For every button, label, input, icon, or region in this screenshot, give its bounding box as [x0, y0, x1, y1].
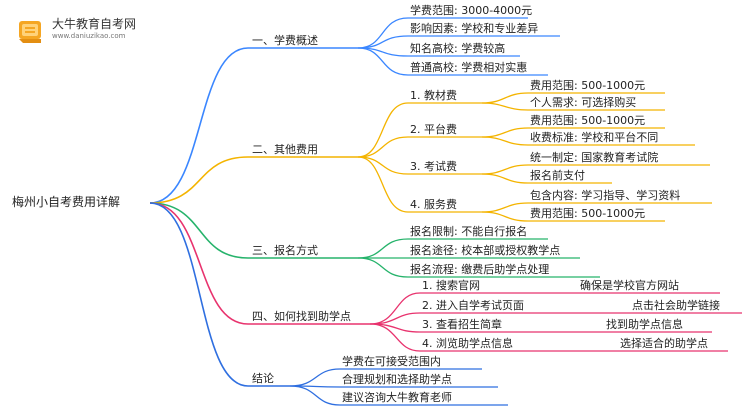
leaf-item: 包含内容: 学习指导、学习资料 — [530, 189, 681, 202]
connector-root-b1 — [149, 47, 358, 204]
leaf-item: 合理规划和选择助学点 — [342, 373, 452, 386]
leaf-item: 费用范围: 500-1000元 — [530, 114, 646, 127]
leaf-item: 找到助学点信息 — [606, 318, 683, 331]
leaf-item: 建议咨询大牛教育老师 — [342, 391, 452, 404]
connectors-b2 — [357, 92, 712, 222]
connector-root-b4 — [149, 202, 370, 325]
sub-topic: 4. 浏览助学点信息 — [422, 337, 513, 350]
connector-root-b5 — [149, 202, 290, 387]
leaf-item: 费用范围: 500-1000元 — [530, 79, 646, 92]
connectors-b1 — [357, 17, 560, 76]
sub-topic: 3. 查看招生简章 — [422, 318, 502, 331]
leaf-item: 报名限制: 不能自行报名 — [410, 225, 528, 238]
root-topic: 梅州小自考费用详解 — [12, 195, 121, 209]
leaf-item: 费用范围: 500-1000元 — [530, 207, 646, 220]
leaf-item: 报名前支付 — [530, 169, 585, 182]
leaf-item: 个人需求: 可选择购买 — [530, 96, 637, 109]
leaf-item: 报名流程: 缴费后助学点处理 — [410, 263, 550, 276]
leaf-item: 确保是学校官方网站 — [580, 279, 679, 292]
sub-topic: 1. 搜索官网 — [422, 279, 480, 292]
branch-conclusion: 结论 — [252, 372, 274, 385]
leaf-item: 选择适合的助学点 — [620, 337, 708, 350]
sub-topic: 2. 平台费 — [410, 123, 457, 136]
sub-topic: 4. 服务费 — [410, 198, 457, 211]
branch-other-fees: 二、其他费用 — [252, 143, 318, 156]
brand-url: www.daniuzikao.com — [52, 32, 126, 40]
leaf-item: 收费标准: 学校和平台不同 — [530, 131, 659, 144]
branch-registration: 三、报名方式 — [252, 244, 318, 257]
sub-topic: 2. 进入自学考试页面 — [422, 299, 524, 312]
branch-find-center: 四、如何找到助学点 — [252, 310, 351, 323]
sub-topic: 1. 教材费 — [410, 89, 457, 102]
connectors-b3 — [357, 238, 600, 278]
leaf-item: 统一制定: 国家教育考试院 — [530, 151, 659, 164]
connectors-b5 — [289, 368, 508, 406]
connector-root-b2 — [149, 156, 358, 204]
connector-root-b3 — [149, 202, 358, 259]
leaf-item: 报名途径: 校本部或授权教学点 — [410, 244, 561, 257]
leaf-item: 学费范围: 3000-4000元 — [410, 4, 533, 17]
leaf-item: 知名高校: 学费较高 — [410, 42, 506, 55]
sub-topic: 3. 考试费 — [410, 160, 457, 173]
branch-fee-overview: 一、学费概述 — [252, 34, 318, 47]
leaf-item: 影响因素: 学校和专业差异 — [410, 22, 539, 35]
leaf-item: 点击社会助学链接 — [632, 299, 720, 312]
leaf-item: 普通高校: 学费相对实惠 — [410, 61, 528, 74]
connectors-b4 — [369, 292, 742, 352]
book-logo-icon — [19, 21, 41, 43]
leaf-item: 学费在可接受范围内 — [342, 355, 441, 368]
brand-name: 大牛教育自考网 — [52, 17, 137, 31]
